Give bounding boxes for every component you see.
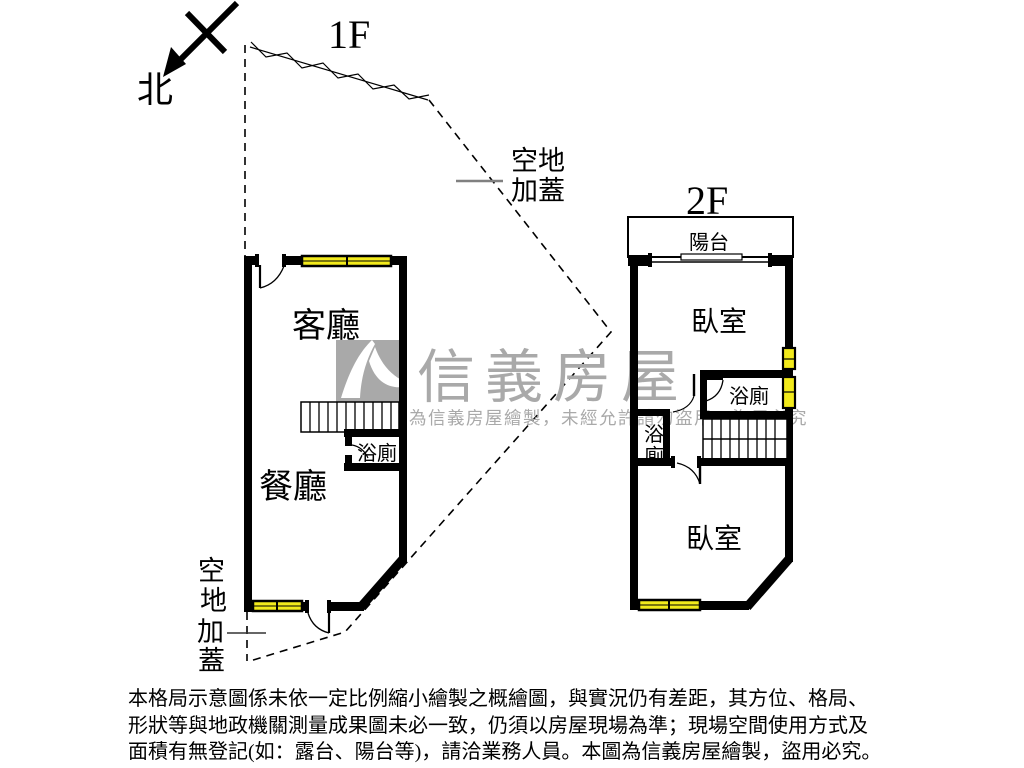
vacant-lower-char-2: 地	[200, 586, 227, 616]
watermark-brand-text: 信義房屋	[417, 345, 689, 410]
f1-wall-bottom-c	[328, 602, 364, 611]
vacant-upper-label-2: 加蓋	[511, 176, 565, 206]
f1-stairs-outline	[300, 401, 400, 433]
f2-bathroom-right-label: 浴廁	[729, 385, 769, 408]
zigzag-baseline	[249, 46, 429, 101]
f1-wall-bottom-a	[244, 602, 255, 611]
f2-wall-left	[630, 255, 638, 610]
f1-wall-right	[399, 256, 407, 562]
disclaimer-line-3: 面積有無登記(如：露台、陽台等)，請洽業務人員。本圖為信義房屋繪製，盜用必究。	[128, 741, 882, 763]
vacant-lower-char-1: 空	[198, 556, 225, 586]
f2-bathL-door-arc	[672, 395, 695, 413]
brand-logo-roof-left	[341, 340, 375, 398]
north-label: 北	[137, 70, 173, 110]
f1-bath-wall-left-a	[345, 429, 352, 446]
f1-wall-top-b	[284, 256, 303, 265]
f2-wall-chamfer	[743, 556, 793, 610]
f1-wall-chamfer	[356, 556, 407, 611]
vacant-lower-char-3: 加	[197, 617, 224, 647]
f2-wall-bottom-a	[630, 601, 641, 610]
f2-bathroom-left-label-1: 浴	[644, 423, 664, 446]
floor1-plan: 浴廁 客廳 餐廳	[244, 254, 407, 634]
f2-bathL-wall-top	[630, 409, 670, 416]
f2-stairs-wall-top	[700, 411, 793, 419]
f1-bottom-door-arc	[307, 612, 330, 634]
f2-bedroom-door-arc	[676, 462, 701, 485]
f2-slider-jamb-left	[648, 253, 652, 267]
f1-bath-wall-top	[344, 429, 400, 437]
f1-wall-bottom-b	[300, 602, 308, 611]
north-arrow-head-icon	[163, 47, 186, 77]
f1-bath-door-arc	[351, 444, 369, 459]
f1-bathroom-label: 浴廁	[357, 442, 397, 465]
f2-hall-wall-b	[699, 458, 793, 466]
f2-hall-wall-a	[630, 458, 674, 466]
f1-bottom-door-jamb-right	[327, 600, 331, 613]
f2-bathL-wall-right	[663, 409, 670, 466]
zigzag-line	[250, 41, 430, 100]
f2-stairs	[700, 411, 793, 461]
f2-bathroom-right: 浴廁	[700, 370, 787, 418]
watermark-notice-text: 本格局圖為信義房屋繪製，未經允許請勿盜用，盜用必究	[333, 408, 808, 428]
floor2-plan: 陽台 浴廁	[627, 216, 797, 612]
f1-bath-wall-bottom	[344, 463, 400, 471]
lot-boundary: 空地 加蓋 空 地 加 蓋	[197, 41, 613, 676]
disclaimer-text: 本格局示意圖係未依一定比例縮小繪製之概繪圖，與實況仍有差距，其方位、格局、 形狀…	[128, 686, 914, 766]
f2-bedroom-upper-label: 臥室	[691, 306, 747, 338]
f1-bottom-door-jamb-left	[305, 600, 309, 613]
f1-stairs-treads	[309, 402, 392, 432]
f2-bedroom-lower-label: 臥室	[686, 523, 742, 555]
f2-wall-top-b	[770, 255, 793, 266]
f2-bathR-door-arc	[705, 379, 724, 402]
f1-wall-top-c	[390, 256, 407, 265]
f1-stairs	[300, 401, 400, 433]
f1-dining-room-label: 餐廳	[259, 468, 327, 506]
vacant-lower-char-4: 蓋	[198, 646, 225, 676]
f2-sliding-door-panel	[680, 253, 743, 261]
f1-living-room-label: 客廳	[292, 307, 360, 345]
f2-wall-top-a	[628, 255, 650, 266]
dashed-boundary-right	[249, 99, 613, 662]
f2-balcony-label: 陽台	[689, 231, 729, 254]
f1-wall-top-a	[244, 256, 258, 265]
floor2-title: 2F	[686, 178, 728, 223]
f2-wall-bottom-b	[699, 601, 749, 610]
f1-top-door-arc	[259, 265, 285, 289]
disclaimer-line-1: 本格局示意圖係未依一定比例縮小繪製之概繪圖，與實況仍有差距，其方位、格局、	[128, 688, 868, 710]
brand-logo-roof-right	[369, 347, 404, 388]
f1-wall-left	[244, 256, 252, 612]
f2-balcony-outline	[627, 216, 794, 258]
f2-bedroom-door-jamb-left	[671, 456, 675, 468]
f1-bathroom: 浴廁	[344, 429, 400, 471]
floor1-title: 1F	[328, 12, 370, 57]
f2-bathR-wall-left	[700, 370, 707, 418]
disclaimer-line-2: 形狀等與地政機關測量成果圖未必一致，仍須以房屋現場為準；現場空間使用方式及	[128, 714, 868, 737]
f2-bathR-wall-top	[700, 370, 787, 378]
f1-top-door-jamb-left	[255, 254, 259, 267]
f1-bath-wall-left-b	[345, 455, 352, 471]
north-compass: 北	[137, 0, 240, 110]
vacant-upper-label-1: 空地	[511, 146, 565, 176]
f1-top-door-jamb-right	[282, 254, 286, 267]
f2-slider-jamb-right	[768, 253, 772, 267]
north-arrow-cross	[184, 10, 228, 55]
